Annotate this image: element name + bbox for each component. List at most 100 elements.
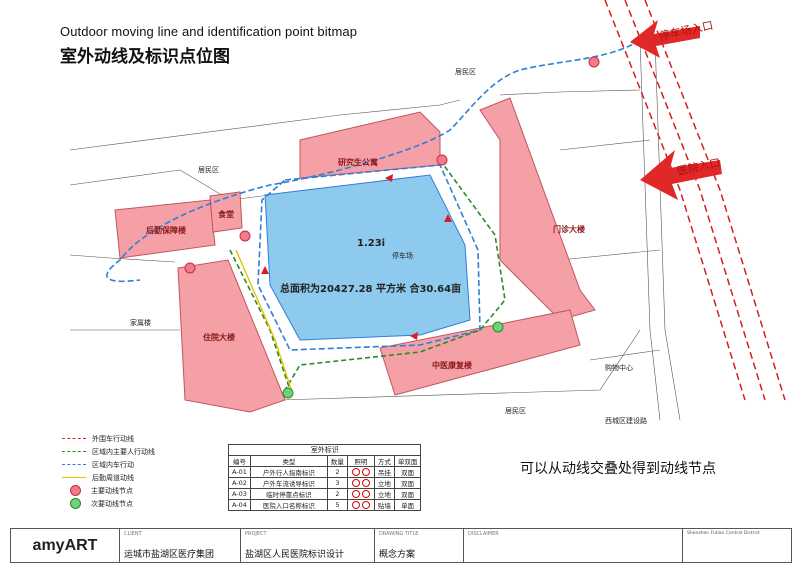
- legend-item: 外围车行动线: [62, 432, 155, 445]
- table-header: 数量: [326, 455, 348, 467]
- lamp-icon: [361, 501, 370, 509]
- address-cell: Shenzhen Futian Central District: [683, 529, 791, 562]
- table-row: A-03 临时停靠点标识 2 立地 双面: [228, 488, 422, 500]
- project-caption: PROJECT: [245, 531, 267, 537]
- legend-dot-primary: [70, 485, 81, 496]
- company-address: Shenzhen Futian Central District: [687, 531, 760, 536]
- legend-item: 主要动线节点: [62, 484, 155, 497]
- entrance-arrows: [630, 20, 722, 200]
- title-chinese: 室外动线及标识点位图: [60, 47, 230, 67]
- label-outpatient: 门诊大楼: [553, 224, 585, 234]
- label-family: 家属楼: [130, 318, 151, 327]
- legend-item: 区域内车行动: [62, 458, 155, 471]
- table-cell: 医院入口名称标识: [249, 499, 328, 511]
- client-caption: CLIENT: [124, 531, 142, 537]
- table-cell: 双面: [393, 466, 422, 478]
- sign-table: 室外标识 编号 类型 数量 照明 方式 单双面 A-01 户外行人指南标识 2 …: [227, 444, 422, 511]
- lamp-icon: [351, 468, 360, 476]
- label-parking: 停车场: [392, 251, 413, 260]
- lighting-icons: [346, 488, 375, 500]
- drawing-title: 概念方案: [379, 550, 416, 560]
- legend-item: 区域内主要人行动线: [62, 445, 155, 458]
- building-outpatient: [479, 97, 596, 321]
- table-cell: 立地: [373, 488, 395, 500]
- label-canteen: 食堂: [218, 209, 234, 219]
- legend-label: 次要动线节点: [91, 499, 133, 508]
- disclaimer-cell: DISCLAIMER: [464, 529, 683, 562]
- building-inpatient: [177, 259, 286, 413]
- table-header: 类型: [249, 455, 328, 467]
- node-note: 可以从动线交叠处得到动线节点: [520, 461, 716, 477]
- lamp-icon: [361, 490, 370, 498]
- label-street-south: 西城区建设路: [605, 416, 647, 425]
- lamp-icon: [351, 479, 360, 487]
- building-logistics: [114, 199, 216, 259]
- building-research-apartment: [299, 111, 441, 179]
- label-logistics: 后勤保障楼: [146, 225, 186, 235]
- node-tcm-east: [492, 321, 504, 333]
- node-canteen: [239, 230, 251, 242]
- lighting-icons: [346, 499, 375, 511]
- title-block: amyART CLIENT 运城市盐湖区医疗集团 PROJECT 盐湖区人民医院…: [10, 528, 792, 563]
- label-research-apartment: 研究生公寓: [338, 157, 378, 167]
- legend-label: 后勤周道动线: [92, 473, 134, 482]
- project-cell: PROJECT 盐湖区人民医院标识设计: [241, 529, 375, 562]
- legend-item: 后勤周道动线: [62, 471, 155, 484]
- parking-lot: [264, 174, 471, 341]
- table-cell: 5: [326, 499, 348, 511]
- node-southwest: [282, 387, 294, 399]
- area-note: 总面积为20427.28 平方米 合30.64亩: [280, 282, 461, 295]
- site-plan: 研究生公寓 门诊大楼 后勤保障楼 食堂 住院大楼 中医康复楼 居民区 居民区 居…: [69, 0, 786, 425]
- legend-swatch: [62, 477, 86, 478]
- table-cell: A-02: [228, 477, 251, 489]
- internal-car-route: [106, 39, 641, 351]
- table-row: A-04 医院入口名称标识 5 贴墙 单面: [228, 499, 422, 511]
- node-north-entrance: [588, 56, 600, 68]
- legend-dot-secondary: [70, 498, 81, 509]
- node-apartment: [436, 154, 448, 166]
- secondary-nodes: [282, 321, 504, 399]
- disclaimer-caption: DISCLAIMER: [468, 531, 499, 537]
- legend-label: 外围车行动线: [92, 434, 134, 443]
- table-cell: 双面: [393, 488, 422, 500]
- lamp-icon: [351, 501, 360, 509]
- company-logo: amyART: [11, 529, 120, 562]
- table-cell: 立地: [373, 477, 395, 489]
- table-header: 编号: [228, 455, 251, 467]
- lighting-icons: [346, 466, 375, 478]
- label-residential-n: 居民区: [455, 68, 476, 76]
- buildings: [114, 97, 596, 413]
- legend: 外围车行动线 区域内主要人行动线 区域内车行动 后勤周道动线 主要动线节点 次要…: [62, 432, 155, 510]
- lamp-icon: [361, 479, 370, 487]
- client-cell: CLIENT 运城市盐湖区医疗集团: [120, 529, 241, 562]
- table-cell: 贴墙: [373, 499, 395, 511]
- node-inpatient: [184, 262, 196, 274]
- label-residential-s: 居民区: [505, 407, 526, 415]
- table-cell: 单面: [393, 499, 422, 511]
- lamp-icon: [361, 468, 370, 476]
- direction-arrows: [261, 174, 452, 340]
- label-inpatient: 住院大楼: [203, 332, 235, 342]
- table-header: 方式: [373, 455, 395, 467]
- label-tcm: 中医康复楼: [432, 360, 472, 370]
- table-row: A-01 户外行人指南标识 2 吊挂 双面: [228, 466, 422, 478]
- lighting-icons: [346, 477, 375, 489]
- table-cell: A-01: [228, 466, 251, 478]
- table-cell: 3: [326, 477, 348, 489]
- lamp-icon: [351, 490, 360, 498]
- legend-swatch: [62, 438, 86, 439]
- table-cell: 双面: [393, 477, 422, 489]
- table-cell: 户外行人指南标识: [249, 466, 328, 478]
- table-caption: 室外标识: [227, 444, 422, 456]
- table-header: 单双面: [393, 455, 422, 467]
- table-cell: A-03: [228, 488, 251, 500]
- legend-label: 区域内主要人行动线: [92, 447, 155, 456]
- arrow-parking-entrance: [630, 20, 700, 58]
- table-cell: A-04: [228, 499, 251, 511]
- legend-item: 次要动线节点: [62, 497, 155, 510]
- building-canteen: [209, 191, 243, 233]
- drawing-cell: DRAWING TITLE 概念方案: [375, 529, 464, 562]
- table-cell: 2: [326, 466, 348, 478]
- title-english: Outdoor moving line and identification p…: [60, 24, 358, 39]
